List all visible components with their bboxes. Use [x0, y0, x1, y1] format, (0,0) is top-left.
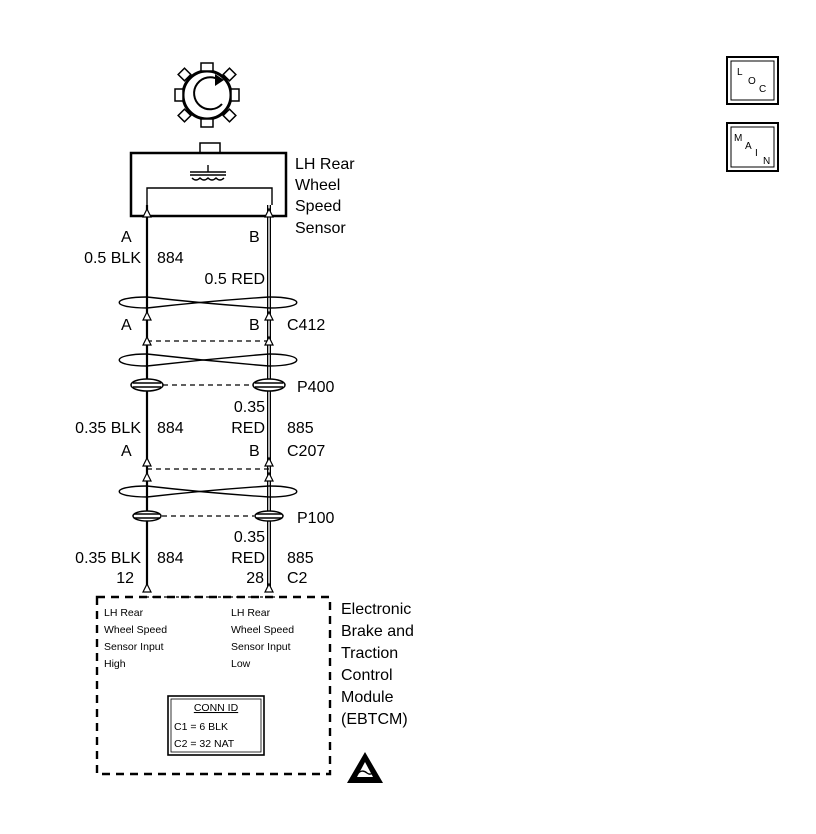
- loc-button[interactable]: L O C: [726, 56, 779, 105]
- pass-through-p100: [132, 510, 284, 522]
- c207-label: C207: [287, 443, 325, 460]
- module-name-line-6: (EBTCM): [341, 711, 408, 728]
- p100-label: P100: [297, 510, 334, 527]
- c412-label: C412: [287, 317, 325, 334]
- conn-id-box: [167, 695, 265, 756]
- sensor-pin-a: A: [121, 229, 132, 246]
- pass-through-p400: [130, 378, 286, 392]
- input-low-line-1: LH Rear: [231, 607, 271, 619]
- main-letter-1: M: [734, 133, 742, 144]
- connector-c2: [142, 582, 274, 593]
- main-letter-2: A: [745, 141, 752, 152]
- sensor-coil-icon: [146, 165, 273, 205]
- ebtcm-module: [95, 595, 332, 776]
- input-low-line-2: Wheel Speed: [231, 624, 294, 636]
- main-letter-3: I: [755, 148, 758, 159]
- loc-letter-1: L: [737, 67, 743, 78]
- c2-pin-28: 28: [246, 570, 264, 587]
- wire-885-circuit-mid: 885: [287, 420, 314, 437]
- loc-letter-3: C: [759, 84, 766, 95]
- wire-885-size-upper: 0.5 RED: [205, 271, 265, 288]
- wire-884-size-upper: 0.5 BLK: [84, 250, 141, 267]
- wire-885-color-mid: RED: [231, 420, 265, 437]
- conn-id-c1: C1 = 6 BLK: [174, 721, 228, 733]
- sensor-name-line-3: Speed: [295, 198, 341, 215]
- c2-label: C2: [287, 570, 308, 587]
- loc-letter-2: O: [748, 76, 756, 87]
- input-low-line-4: Low: [231, 658, 251, 670]
- input-low-line-3: Sensor Input: [231, 641, 291, 653]
- main-button[interactable]: M A I N: [726, 122, 779, 172]
- module-name-line-4: Control: [341, 667, 393, 684]
- wire-884-circuit-upper: 884: [157, 250, 184, 267]
- connector-c412: [118, 296, 298, 367]
- conn-id-c2: C2 = 32 NAT: [174, 738, 235, 750]
- wire-884-size-mid: 0.35 BLK: [75, 420, 141, 437]
- wire-885-color-low: RED: [231, 550, 265, 567]
- connector-c207: [118, 456, 298, 498]
- input-high-line-3: Sensor Input: [104, 641, 164, 653]
- input-high-line-4: High: [104, 658, 126, 670]
- tone-wheel-icon: [174, 62, 240, 128]
- wheel-speed-sensor: [129, 142, 288, 218]
- wire-885-size-low: 0.35: [234, 529, 265, 546]
- module-name-line-5: Module: [341, 689, 394, 706]
- module-name-line-1: Electronic: [341, 601, 411, 618]
- c207-pin-a: A: [121, 443, 132, 460]
- p400-label: P400: [297, 379, 334, 396]
- c207-pin-b: B: [249, 443, 260, 460]
- wire-884-circuit-low: 884: [157, 550, 184, 567]
- wire-885-size-mid: 0.35: [234, 399, 265, 416]
- c412-pin-b: B: [249, 317, 260, 334]
- esd-caution-icon: [347, 752, 383, 783]
- sensor-pin-b: B: [249, 229, 260, 246]
- sensor-name-line-2: Wheel: [295, 177, 340, 194]
- c2-pin-12: 12: [116, 570, 134, 587]
- wire-885-circuit-low: 885: [287, 550, 314, 567]
- conn-id-title: CONN ID: [194, 702, 239, 714]
- input-high-line-1: LH Rear: [104, 607, 144, 619]
- input-high-line-2: Wheel Speed: [104, 624, 167, 636]
- wire-884-circuit-mid: 884: [157, 420, 184, 437]
- c412-pin-a: A: [121, 317, 132, 334]
- wire-884-size-low: 0.35 BLK: [75, 550, 141, 567]
- sensor-name-line-4: Sensor: [295, 220, 346, 237]
- module-name-line-3: Traction: [341, 645, 398, 662]
- module-name-line-2: Brake and: [341, 623, 414, 640]
- sensor-name-line-1: LH Rear: [295, 156, 355, 173]
- main-letter-4: N: [763, 156, 770, 167]
